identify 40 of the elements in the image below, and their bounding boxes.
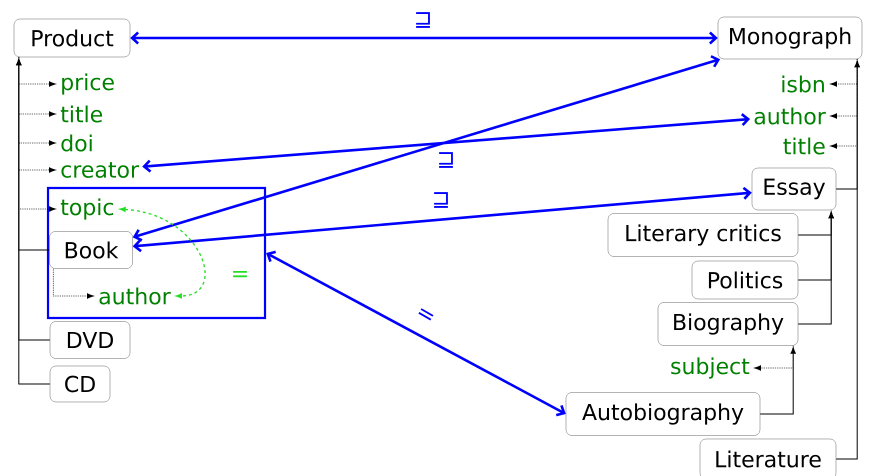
property-label: price [62, 73, 114, 95]
property-arrow [830, 58, 858, 149]
property-label: subject [671, 357, 750, 379]
equivalence-arrow [120, 206, 206, 298]
arrow [798, 212, 834, 324]
edge-label: ⊒ [412, 11, 434, 29]
property-label: author [754, 107, 826, 124]
mapping-arrow [130, 32, 718, 44]
mapping-arrow [132, 186, 752, 252]
mapping-arrow [266, 250, 566, 416]
class-box: Monograph [718, 16, 862, 60]
class-box: Book [49, 231, 133, 269]
property-arrow [52, 268, 94, 299]
class-box: Politics [692, 260, 798, 300]
edge-label: = [413, 306, 437, 326]
edge-label: ⊒ [436, 151, 456, 169]
edge-label: = [230, 270, 250, 282]
arrow [836, 60, 860, 460]
class-box: Essay [752, 168, 836, 210]
arrow [760, 347, 796, 414]
class-box: Literature [700, 438, 836, 476]
class-box: Biography [658, 302, 798, 346]
property-label: title [783, 137, 825, 154]
class-box: CD [50, 366, 110, 402]
property-label: isbn [782, 75, 824, 92]
property-label: author [100, 287, 171, 304]
property-arrow [18, 56, 56, 212]
property-arrow [754, 345, 794, 371]
mapping-arrow [132, 55, 720, 242]
class-box: Product [14, 18, 130, 58]
class-box: Literary critics [608, 213, 798, 257]
mapping-arrow [142, 113, 750, 173]
class-box: Autobiography [566, 392, 760, 436]
class-box: DVD [50, 321, 130, 359]
property-label: doi [61, 134, 92, 152]
group-frame [46, 186, 266, 320]
property-label: title [60, 105, 102, 122]
property-label: creator [61, 162, 140, 178]
property-label: topic [60, 198, 114, 220]
edge-label: ⊒ [430, 191, 452, 209]
